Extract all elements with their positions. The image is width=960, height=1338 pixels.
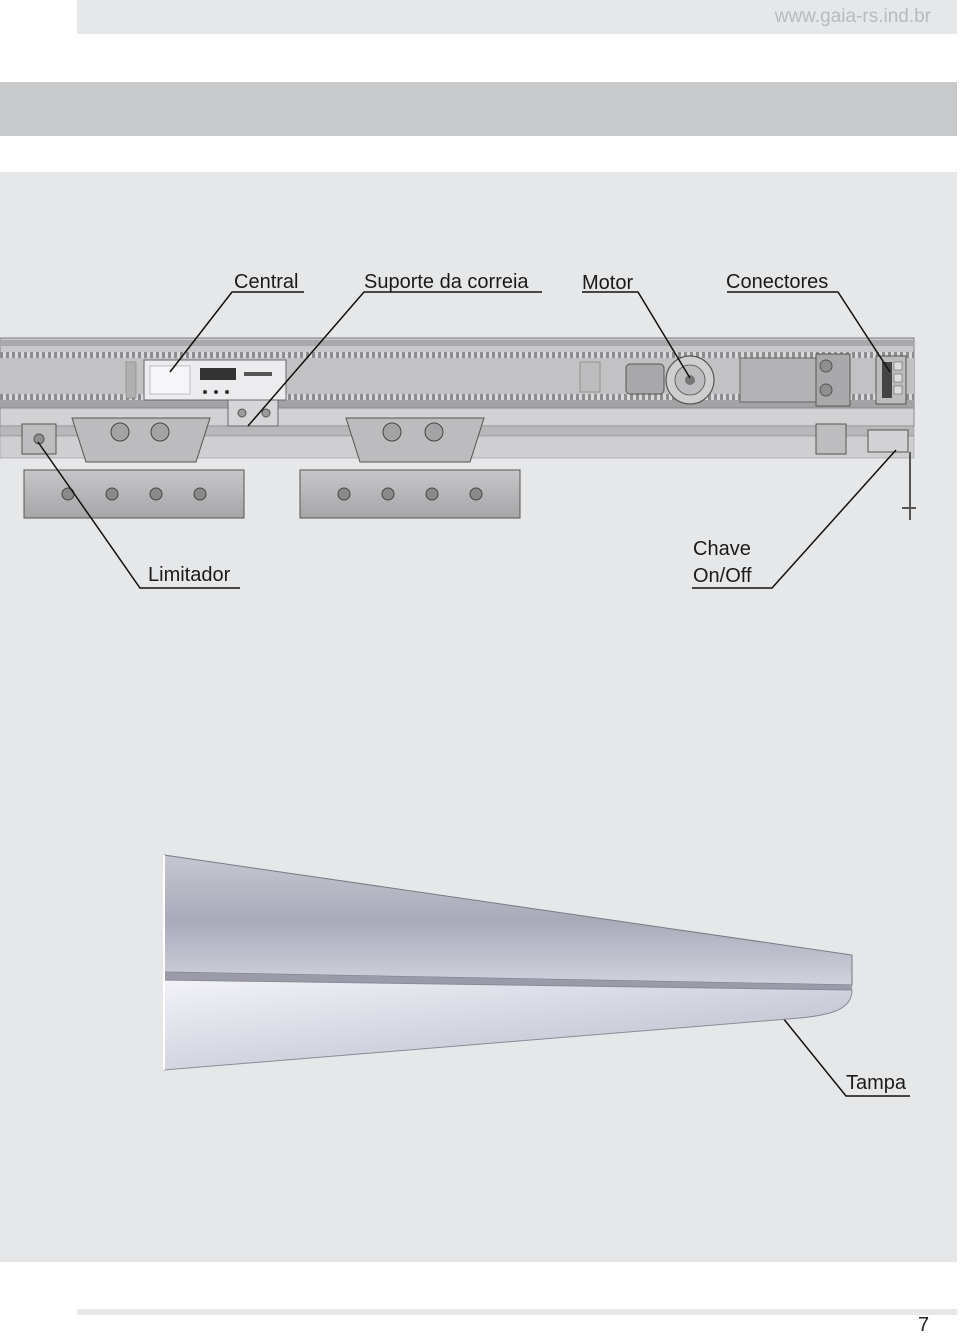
connector-block	[875, 355, 907, 405]
callout-motor	[582, 291, 691, 379]
label-switch-line2: On/Off	[693, 565, 752, 587]
door-carriage-right	[299, 417, 521, 519]
control-board	[125, 359, 287, 401]
door-carriage-left	[23, 417, 245, 519]
belt-teeth-bottom	[0, 394, 914, 400]
motor-unit	[579, 353, 851, 407]
callout-central	[169, 291, 304, 373]
label-belt-support: Suporte da correia	[364, 271, 529, 293]
limiter-stop-right	[815, 423, 847, 455]
callout-cover	[769, 1001, 910, 1097]
header-bar: www.gaia-rs.ind.br	[77, 0, 957, 34]
label-motor: Motor	[582, 272, 633, 294]
cover-profile	[163, 854, 853, 1071]
belt-support-bracket	[227, 399, 279, 427]
callout-switch	[692, 449, 897, 589]
label-connectors: Conectores	[726, 271, 828, 293]
section-title-band	[0, 82, 957, 136]
callout-lines	[37, 291, 910, 1097]
callout-connectors	[727, 291, 891, 373]
label-cover: Tampa	[846, 1072, 907, 1094]
website-url[interactable]: www.gaia-rs.ind.br	[774, 6, 931, 27]
callout-limiter	[37, 441, 240, 589]
footer-rule	[77, 1309, 957, 1315]
limiter-stop	[21, 423, 57, 455]
callout-belt-support	[247, 291, 542, 427]
label-limiter: Limitador	[148, 564, 231, 586]
label-central: Central	[234, 271, 298, 293]
on-off-switch	[867, 429, 916, 520]
label-switch-line1: Chave	[693, 538, 751, 560]
page-number: 7	[918, 1314, 930, 1336]
belt-teeth-top	[0, 352, 914, 358]
